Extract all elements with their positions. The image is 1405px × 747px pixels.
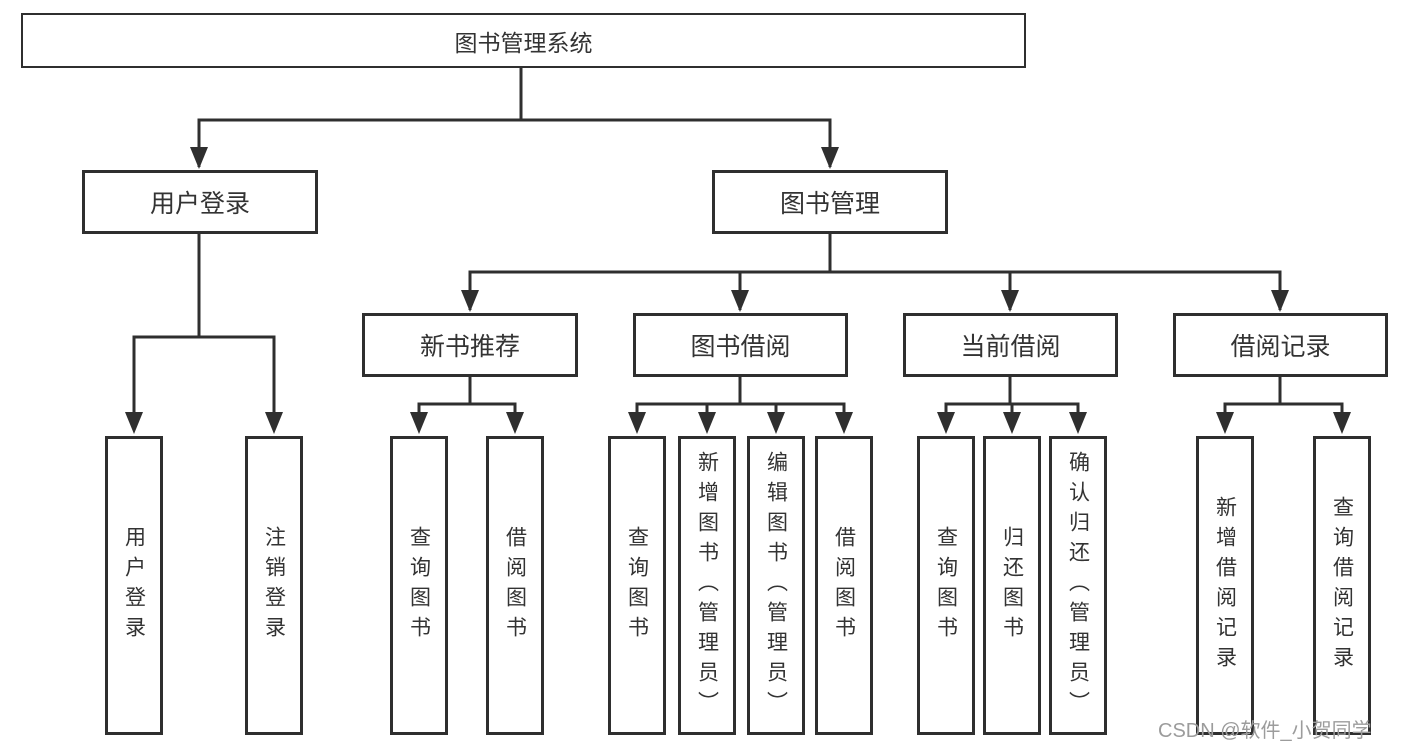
leaf-query-books-current: 查询图书 (917, 436, 975, 735)
node-label: 新增借阅记录 (1213, 495, 1237, 676)
leaf-add-borrow-record: 新增借阅记录 (1196, 436, 1254, 735)
node-label: 图书管理 (779, 190, 880, 218)
node-label: 图书借阅 (690, 333, 791, 361)
node-label: 借阅图书 (503, 525, 527, 646)
node-label: 查询图书 (407, 525, 431, 646)
node-label: 新书推荐 (419, 333, 520, 361)
node-label: 查询图书 (625, 525, 649, 646)
leaf-confirm-return-admin: 确认归还（管理员） (1049, 436, 1107, 735)
node-label: 借阅图书 (832, 525, 856, 646)
leaf-add-books-admin: 新增图书（管理员） (678, 436, 736, 735)
leaf-borrow-books-borrowing: 借阅图书 (815, 436, 873, 735)
node-label: 图书管理系统 (454, 29, 593, 56)
leaf-return-books: 归还图书 (983, 436, 1041, 735)
leaf-borrow-books-recommend: 借阅图书 (486, 436, 544, 735)
leaf-user-login: 用户登录 (105, 436, 163, 735)
node-label: 用户登录 (149, 190, 250, 218)
csdn-watermark: CSDN @软件_小贺同学 (1158, 720, 1372, 742)
leaf-query-books-recommend: 查询图书 (390, 436, 448, 735)
node-new-book-recommendation: 新书推荐 (362, 313, 578, 377)
node-library-management-system: 图书管理系统 (21, 13, 1026, 68)
node-label: 注销登录 (262, 525, 286, 646)
node-label: 确认归还（管理员） (1066, 450, 1090, 721)
leaf-logout: 注销登录 (245, 436, 303, 735)
node-label: 借阅记录 (1230, 333, 1331, 361)
node-current-borrowing: 当前借阅 (903, 313, 1118, 377)
leaf-query-books-borrowing: 查询图书 (608, 436, 666, 735)
node-label: 查询图书 (934, 525, 958, 646)
node-label: 用户登录 (122, 525, 146, 646)
leaf-query-borrow-record: 查询借阅记录 (1313, 436, 1371, 735)
node-book-management: 图书管理 (712, 170, 948, 234)
node-label: 当前借阅 (960, 333, 1061, 361)
leaf-edit-books-admin: 编辑图书（管理员） (747, 436, 805, 735)
node-user-login-branch: 用户登录 (82, 170, 318, 234)
node-book-borrowing: 图书借阅 (633, 313, 848, 377)
node-label: 查询借阅记录 (1330, 495, 1354, 676)
node-borrowing-records: 借阅记录 (1173, 313, 1388, 377)
node-label: 新增图书（管理员） (695, 450, 719, 721)
node-label: 编辑图书（管理员） (764, 450, 788, 721)
node-label: 归还图书 (1000, 525, 1024, 646)
